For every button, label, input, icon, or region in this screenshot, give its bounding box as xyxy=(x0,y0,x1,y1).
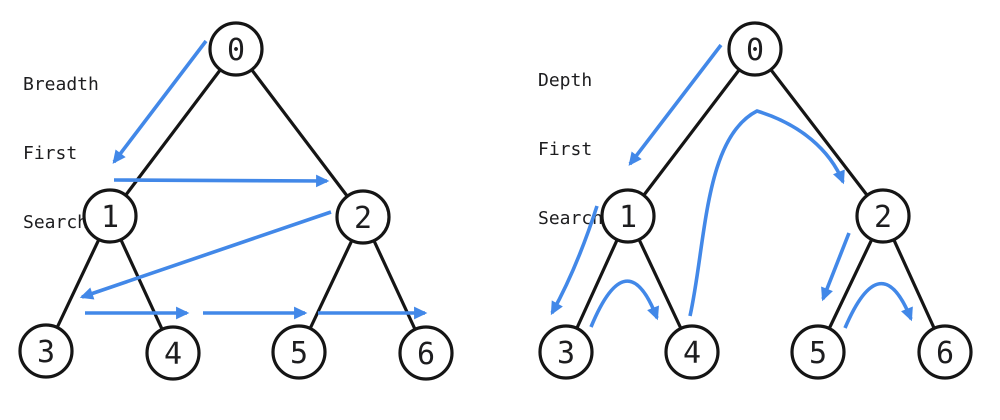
dfs-title: Depth First Search xyxy=(538,23,603,276)
dfs-traversal-arrow-4-2 xyxy=(688,109,845,317)
dfs-tree-node-3 xyxy=(538,324,594,380)
bfs-tree-node-3 xyxy=(18,323,74,379)
bfs-tree-edge-0-1 xyxy=(108,48,238,217)
bfs-tree-node-label-6: 6 xyxy=(417,337,435,372)
dfs-tree-node-label-3: 3 xyxy=(557,336,575,371)
dfs-tree-node-label-6: 6 xyxy=(936,336,954,371)
bfs-title: Breadth First Search xyxy=(23,27,99,280)
dfs-tree-node-2 xyxy=(855,188,911,244)
dfs-traversal-arrow-1-3 xyxy=(550,205,599,316)
dfs-traversal-arrow-0-1 xyxy=(628,43,723,166)
dfs-diagram: 0 1 2 3 4 5 6 xyxy=(538,21,973,380)
bfs-tree-node-6 xyxy=(398,325,454,381)
dfs-tree-node-4 xyxy=(664,324,720,380)
dfs-tree-node-label-0: 0 xyxy=(746,33,764,68)
bfs-title-line-1: Breadth xyxy=(23,74,99,95)
bfs-tree-node-label-3: 3 xyxy=(37,335,55,370)
bfs-tree-node-4 xyxy=(145,325,201,381)
bfs-tree-node-label-5: 5 xyxy=(290,336,308,371)
bfs-traversal-arrow-2-3 xyxy=(79,210,332,300)
dfs-traversal-arrow-3-4 xyxy=(589,279,659,328)
bfs-tree-node-5 xyxy=(271,324,327,380)
dfs-tree-node-6 xyxy=(917,324,973,380)
dfs-title-line-2: First xyxy=(538,139,593,160)
bfs-title-line-2: First xyxy=(23,143,78,164)
dfs-tree-node-5 xyxy=(790,324,846,380)
dfs-title-line-3: Search xyxy=(538,208,604,229)
dfs-tree-node-label-4: 4 xyxy=(683,336,701,371)
bfs-tree-node-2 xyxy=(335,189,391,245)
bfs-tree-node-label-0: 0 xyxy=(227,33,245,68)
bfs-traversal-arrow-0-1 xyxy=(112,39,208,164)
bfs-tree-node-1 xyxy=(82,188,138,244)
bfs-traversal-arrow-1-2 xyxy=(113,174,330,188)
dfs-tree-node-label-5: 5 xyxy=(809,336,827,371)
dfs-tree-node-label-2: 2 xyxy=(874,200,892,235)
dfs-title-line-1: Depth xyxy=(538,70,593,91)
dfs-traversal-arrow-2-5 xyxy=(821,232,851,302)
bfs-title-line-3: Search xyxy=(23,212,89,233)
bfs-tree-edge-0-2 xyxy=(234,48,365,218)
bfs-diagram: 0 1 2 3 4 5 6 xyxy=(18,21,454,381)
bfs-tree-node-label-4: 4 xyxy=(164,337,182,372)
bfs-tree-node-label-1: 1 xyxy=(101,200,119,235)
bfs-tree-node-label-2: 2 xyxy=(354,201,372,236)
bfs-tree-node-0 xyxy=(208,21,264,77)
dfs-traversal-arrow-5-6 xyxy=(843,281,913,329)
dfs-tree-edge-0-1 xyxy=(626,48,757,217)
dfs-tree-node-label-1: 1 xyxy=(619,200,637,235)
dfs-tree-node-1 xyxy=(600,188,656,244)
dfs-tree-edge-0-2 xyxy=(753,48,885,217)
dfs-tree-node-0 xyxy=(727,21,783,77)
